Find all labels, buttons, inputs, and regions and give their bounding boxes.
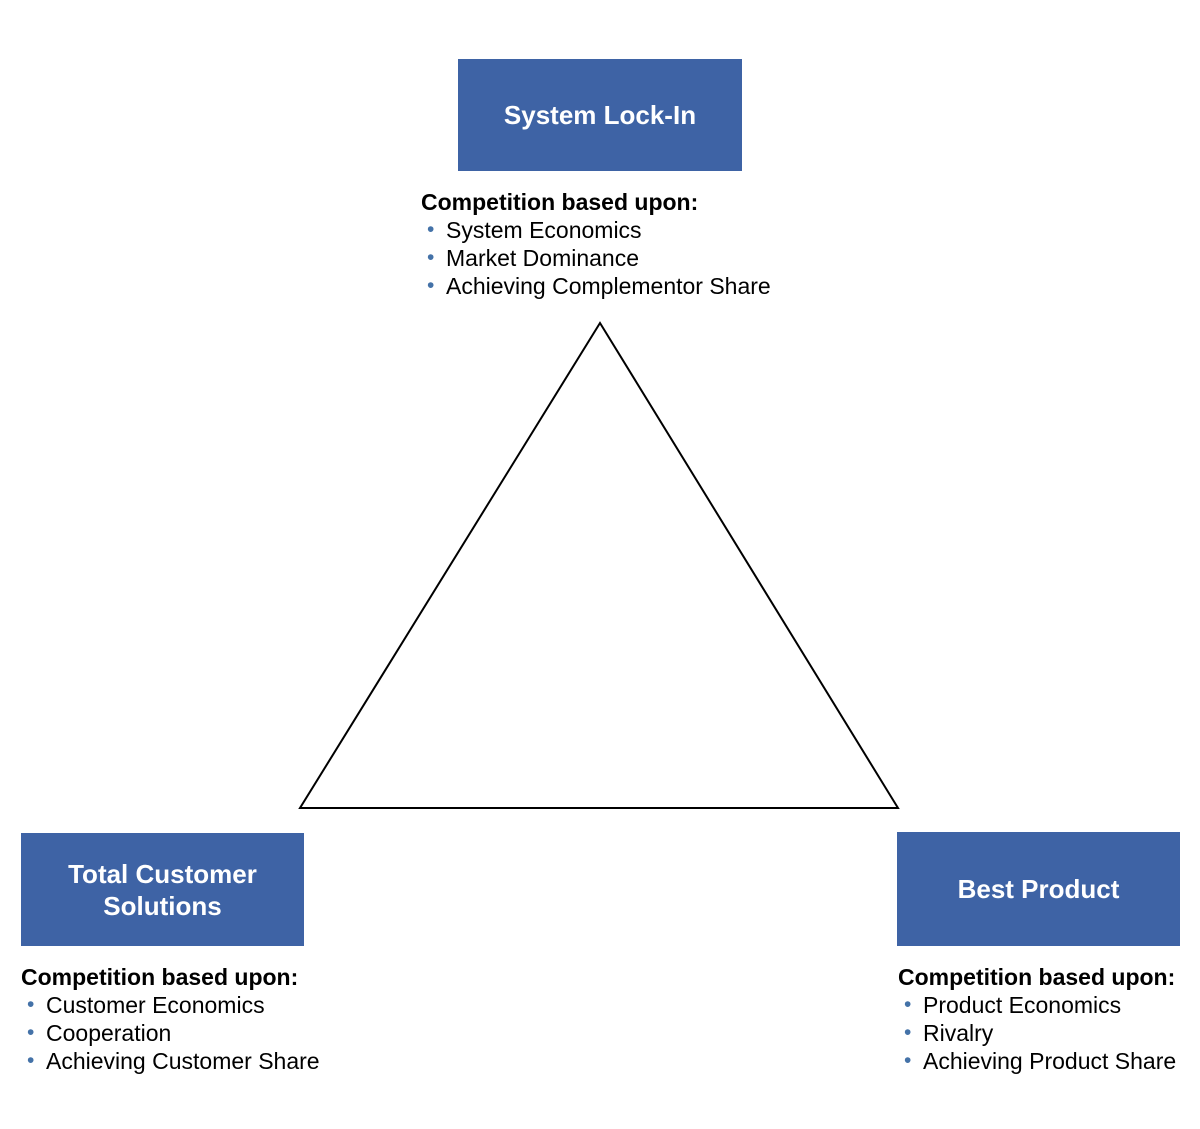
list-item: • Rivalry	[898, 1019, 1198, 1047]
list-item-label: Achieving Complementor Share	[446, 273, 771, 299]
vertex-title: Best Product	[957, 874, 1120, 904]
list-item: • Customer Economics	[21, 991, 441, 1019]
list-item-label: Achieving Product Share	[923, 1048, 1177, 1074]
notes-heading: Competition based upon:	[21, 964, 299, 990]
list-item: • Cooperation	[21, 1019, 441, 1047]
list-item-label: System Economics	[446, 217, 642, 243]
bullet-icon: •	[427, 274, 435, 297]
vertex-box-best-product: Best Product	[897, 832, 1180, 946]
bullet-icon: •	[427, 218, 435, 241]
notes-bullet-list: • Product Economics • Rivalry • Achievin…	[898, 991, 1198, 1075]
vertex-notes-best-product: Competition based upon: • Product Econom…	[898, 963, 1198, 1075]
bullet-icon: •	[27, 1021, 35, 1044]
vertex-notes-total-customer-solutions: Competition based upon: • Customer Econo…	[21, 963, 441, 1075]
list-item-label: Achieving Customer Share	[46, 1048, 320, 1074]
list-item: • Market Dominance	[421, 244, 891, 272]
list-item: • Product Economics	[898, 991, 1198, 1019]
bullet-icon: •	[427, 246, 435, 269]
list-item-label: Rivalry	[923, 1020, 994, 1046]
notes-heading: Competition based upon:	[421, 189, 699, 215]
bullet-icon: •	[27, 1049, 35, 1072]
list-item-label: Product Economics	[923, 992, 1122, 1018]
notes-bullet-list: • System Economics • Market Dominance • …	[421, 216, 891, 300]
vertex-title: System Lock-In	[503, 100, 697, 130]
list-item: • Achieving Complementor Share	[421, 272, 891, 300]
bullet-icon: •	[904, 1049, 912, 1072]
list-item: • Achieving Customer Share	[21, 1047, 441, 1075]
list-item: • System Economics	[421, 216, 891, 244]
list-item-label: Market Dominance	[446, 245, 640, 271]
list-item-label: Customer Economics	[46, 992, 265, 1018]
vertex-title: Total Customer Solutions	[68, 858, 257, 921]
vertex-notes-system-lock-in: Competition based upon: • System Economi…	[421, 188, 891, 300]
bullet-icon: •	[904, 993, 912, 1016]
list-item: • Achieving Product Share	[898, 1047, 1198, 1075]
notes-bullet-list: • Customer Economics • Cooperation • Ach…	[21, 991, 441, 1075]
vertex-box-system-lock-in: System Lock-In	[458, 59, 742, 171]
list-item-label: Cooperation	[46, 1020, 172, 1046]
vertex-box-total-customer-solutions: Total Customer Solutions	[21, 833, 304, 946]
notes-heading: Competition based upon:	[898, 964, 1176, 990]
bullet-icon: •	[27, 993, 35, 1016]
bullet-icon: •	[904, 1021, 912, 1044]
